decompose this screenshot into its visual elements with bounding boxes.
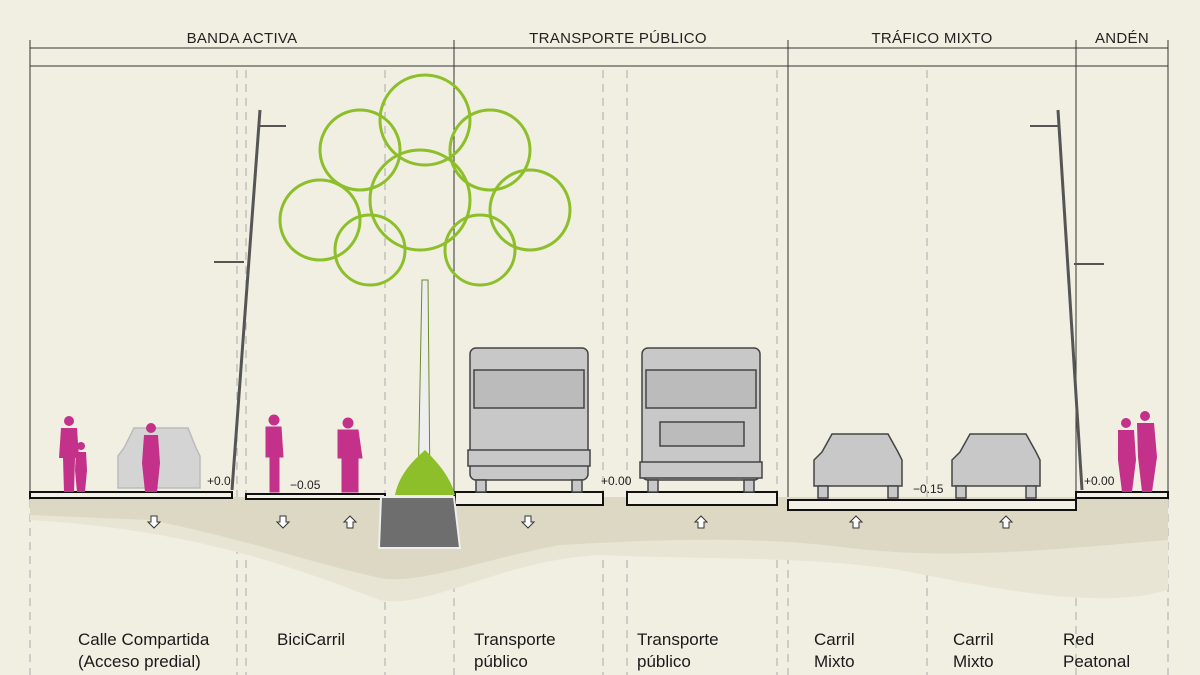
lane-label-shared-street: Calle Compartida (Acceso predial) (78, 629, 209, 673)
car-icon (951, 433, 1041, 499)
lane-label-bike: BiciCarril (277, 629, 345, 651)
elevation-bike-lane: −0.05 (290, 478, 321, 492)
arrow-up-icon (693, 515, 709, 529)
header-banda-activa: BANDA ACTIVA (186, 30, 298, 47)
lane-label-line: Red (1063, 630, 1095, 649)
lane-label-line: (Acceso predial) (78, 652, 201, 671)
header-frame (29, 40, 1169, 500)
lane-label-line: Mixto (814, 652, 855, 671)
lane-label-line: BiciCarril (277, 630, 345, 649)
lane-label-line: Peatonal (1063, 652, 1131, 671)
lane-label-line: Transporte (474, 630, 556, 649)
bus-icon (467, 347, 591, 493)
elevation-shared-street: +0.0 (207, 474, 231, 488)
lane-label-line: Calle Compartida (78, 630, 210, 649)
elevation-transit: +0.00 (601, 474, 632, 488)
bus-icon (639, 347, 763, 493)
lane-label-transit-1: Transporte público (474, 629, 556, 673)
arrow-down-icon (146, 515, 162, 529)
lane-label-transit-2: Transporte público (637, 629, 719, 673)
arrow-up-icon (848, 515, 864, 529)
header-anden: ANDÉN (1094, 30, 1150, 47)
arrow-down-icon (275, 515, 291, 529)
base-layer (30, 497, 1168, 580)
arrow-down-icon (520, 515, 536, 529)
street-light-icon (214, 109, 286, 491)
header-trafico-mixto: TRÁFICO MIXTO (871, 30, 993, 47)
pavement-slabs (29, 491, 1169, 511)
lane-label-line: público (637, 652, 691, 671)
tree-icon (278, 73, 572, 495)
lane-label-line: público (474, 652, 528, 671)
lane-label-line: Transporte (637, 630, 719, 649)
elevation-sidewalk: +0.00 (1084, 474, 1115, 488)
tree-pit (377, 496, 462, 549)
drainage-arrows (146, 515, 1014, 529)
car-icon (813, 433, 903, 499)
header-transporte-publico: TRANSPORTE PÚBLICO (529, 30, 707, 47)
elevation-mixed: −0.15 (913, 482, 944, 496)
lane-label-line: Mixto (953, 652, 994, 671)
pedestrian-icon (59, 411, 1157, 492)
lane-label-line: Carril (953, 630, 994, 649)
arrow-up-icon (998, 515, 1014, 529)
lane-label-line: Carril (814, 630, 855, 649)
street-light-icon (1030, 109, 1104, 491)
cyclist-icon (265, 414, 363, 493)
arrow-up-icon (342, 515, 358, 529)
